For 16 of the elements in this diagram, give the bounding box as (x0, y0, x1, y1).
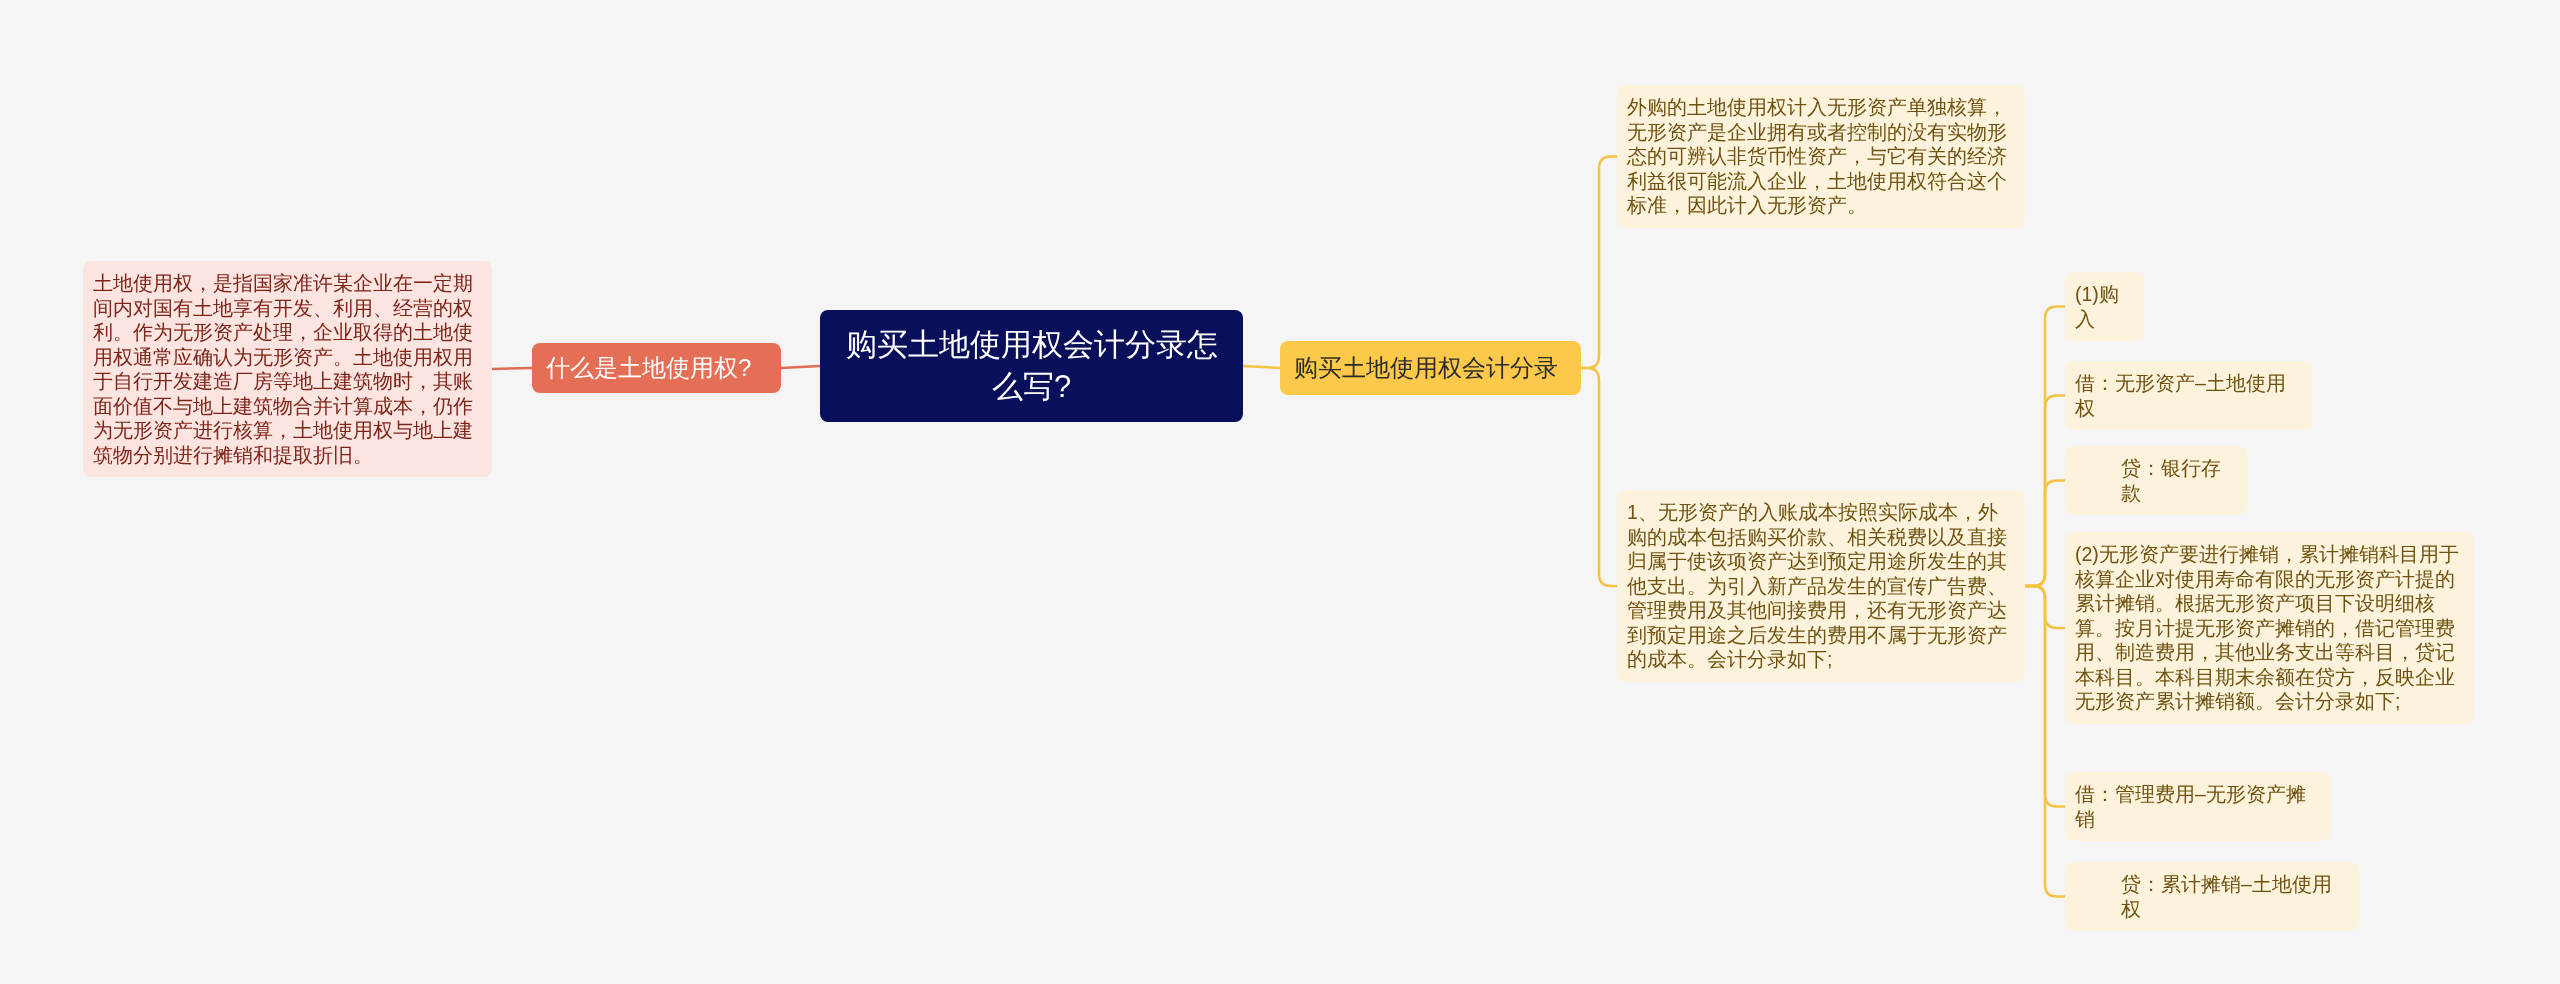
note-box: 1、无形资产的入账成本按照实际成本，外购的成本包括购买价款、相关税费以及直接归属于使该项资产达到预定用途所发生的其他支出。为引入新产品发生的宣传广告费、管理费用及其他间接费用，还有无形资产达到预定用途之后发生的费用不属于无形资产的成本。会计分录如下; (1617, 490, 2025, 682)
topic-box: 什么是土地使用权? (532, 343, 781, 393)
note-box: (2)无形资产要进行摊销，累计摊销科目用于核算企业对使用寿命有限的无形资产计提的累计摊销。根据无形资产项目下设明细核算。按月计提无形资产摊销的，借记管理费用、制造费用，其他业务支出等科目，贷记本科目。本科目期末余额在贷方，反映企业无形资产累计摊销额。会计分录如下; (2065, 532, 2474, 724)
connector-line (780, 364, 821, 370)
note-box: 外购的土地使用权计入无形资产单独核算，无形资产是企业拥有或者控制的没有实物形态的可辨认非货币性资产，与它有关的经济利益很可能流入企业，土地使用权符合这个标准，因此计入无形资产。 (1617, 85, 2025, 228)
note-box: 借：无形资产–土地使用权 (2065, 361, 2312, 430)
connector-line (2025, 584, 2065, 898)
note-box: (1)购入 (2065, 272, 2144, 341)
central-topic-box: 购买土地使用权会计分录怎么写? (820, 310, 1243, 422)
note-box: 土地使用权，是指国家准许某企业在一定期间内对国有土地享有开发、利用、经营的权利。作为无形资产处理，企业取得的土地使用权通常应确认为无形资产。土地使用权用于自行开发建造厂房等地上建筑物时，其账面价值不与地上建筑物合并计算成本，仍作为无形资产进行核算，土地使用权与地上建筑物分别进行摊销和提取折旧。 (83, 261, 492, 477)
note-box: 贷：银行存款 (2065, 446, 2247, 515)
note-box: 贷：累计摊销–土地使用权 (2065, 862, 2359, 931)
connector-line (491, 366, 533, 371)
topic-box: 购买土地使用权会计分录 (1280, 341, 1581, 395)
note-box: 借：管理费用–无形资产摊销 (2065, 772, 2331, 841)
connector-line (1242, 364, 1281, 370)
